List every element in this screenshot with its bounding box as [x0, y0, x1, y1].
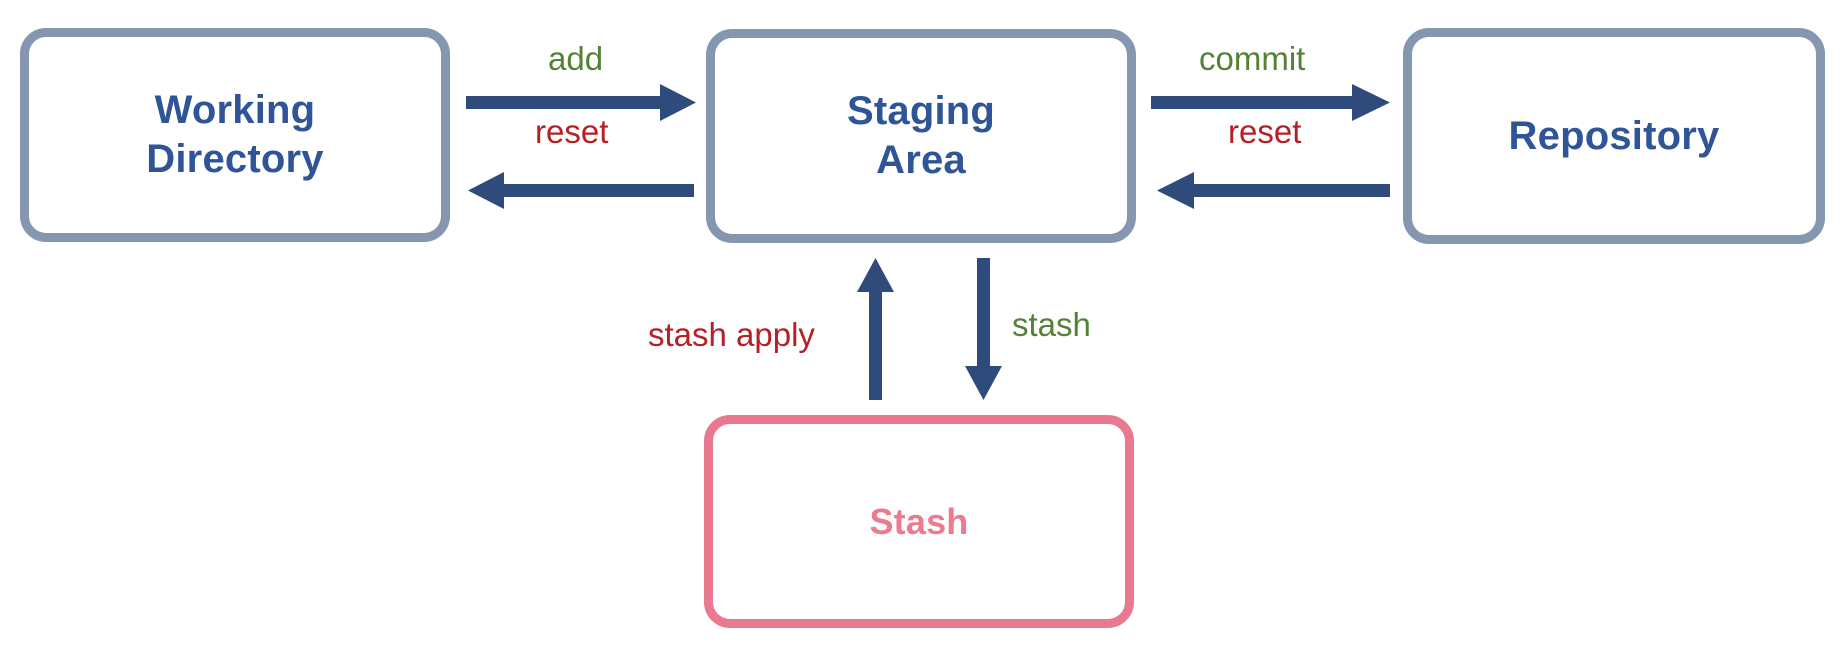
- edge-label-add: add: [548, 40, 604, 77]
- node-working-directory[interactable]: Working Directory: [20, 28, 450, 242]
- arrow-reset-right: [1157, 172, 1390, 209]
- node-stash[interactable]: Stash: [704, 415, 1134, 628]
- edge-label-reset-left: reset: [535, 113, 609, 150]
- edge-label-stash: stash: [1012, 306, 1091, 343]
- edge-label-reset-right: reset: [1228, 113, 1302, 150]
- node-staging-area[interactable]: Staging Area: [706, 29, 1136, 243]
- arrow-stash: [965, 258, 1002, 400]
- edge-label-stash-apply: stash apply: [648, 316, 815, 353]
- node-working-directory-label: Working Directory: [146, 88, 324, 181]
- node-staging-area-label: Staging Area: [846, 89, 996, 182]
- arrow-stash-apply: [857, 258, 894, 400]
- node-stash-label: Stash: [869, 500, 969, 542]
- edge-label-commit: commit: [1199, 40, 1306, 77]
- node-repository-label: Repository: [1508, 113, 1720, 158]
- node-repository[interactable]: Repository: [1403, 28, 1825, 244]
- arrow-reset-left: [468, 172, 694, 209]
